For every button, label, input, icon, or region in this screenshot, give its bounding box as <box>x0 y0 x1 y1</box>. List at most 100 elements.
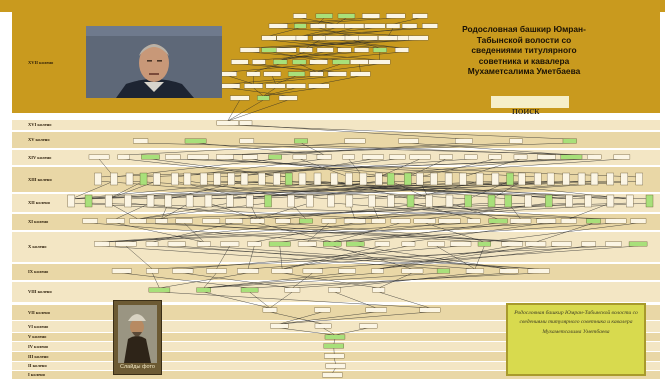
tree-node[interactable] <box>327 194 335 208</box>
tree-node[interactable] <box>605 218 627 224</box>
tree-node[interactable] <box>378 35 399 41</box>
tree-node[interactable] <box>172 268 194 274</box>
tree-node[interactable] <box>359 172 368 186</box>
tree-node[interactable] <box>464 154 478 160</box>
tree-node[interactable] <box>551 241 572 247</box>
tree-node[interactable] <box>245 194 254 208</box>
tree-node[interactable] <box>314 307 331 313</box>
tree-node[interactable] <box>309 71 324 77</box>
tree-node[interactable] <box>365 307 387 313</box>
search-input[interactable] <box>491 96 569 108</box>
tree-node[interactable] <box>628 241 648 247</box>
tree-node[interactable] <box>401 23 418 29</box>
tree-node[interactable] <box>545 194 553 208</box>
tree-node[interactable] <box>560 154 583 160</box>
tree-node[interactable] <box>202 218 221 224</box>
tree-node[interactable] <box>630 218 647 224</box>
tree-node[interactable] <box>216 120 239 126</box>
tree-node[interactable] <box>246 71 261 77</box>
tree-node[interactable] <box>308 83 330 89</box>
tree-node[interactable] <box>196 287 211 293</box>
tree-node[interactable] <box>141 154 160 160</box>
tree-node[interactable] <box>265 83 286 89</box>
tree-node[interactable] <box>321 218 337 224</box>
tree-node[interactable] <box>264 194 272 208</box>
tree-node[interactable] <box>560 218 577 224</box>
tree-node[interactable] <box>513 154 528 160</box>
tree-node[interactable] <box>354 47 370 53</box>
tree-node[interactable] <box>390 218 411 224</box>
tree-node[interactable] <box>425 194 433 208</box>
tree-node[interactable] <box>94 241 110 247</box>
tree-node[interactable] <box>342 154 355 160</box>
tree-node[interactable] <box>364 23 386 29</box>
tree-node[interactable] <box>117 154 130 160</box>
tree-node[interactable] <box>362 154 384 160</box>
tree-node[interactable] <box>82 218 98 224</box>
tree-node[interactable] <box>94 172 102 186</box>
tree-node[interactable] <box>237 268 259 274</box>
tree-node[interactable] <box>204 194 213 208</box>
tree-node[interactable] <box>613 154 631 160</box>
tree-node[interactable] <box>323 343 344 349</box>
tree-node[interactable] <box>276 47 297 53</box>
tree-node[interactable] <box>536 218 557 224</box>
tree-node[interactable] <box>371 218 386 224</box>
tree-node[interactable] <box>635 172 643 186</box>
tree-node[interactable] <box>518 172 526 186</box>
tree-node[interactable] <box>371 268 384 274</box>
tree-node[interactable] <box>273 172 281 186</box>
tree-node[interactable] <box>409 154 431 160</box>
tree-node[interactable] <box>475 172 484 186</box>
tree-node[interactable] <box>220 241 240 247</box>
tree-node[interactable] <box>427 241 445 247</box>
tree-node[interactable] <box>227 172 235 186</box>
tree-node[interactable] <box>219 83 241 89</box>
tree-node[interactable] <box>247 241 262 247</box>
tree-node[interactable] <box>375 172 383 186</box>
tree-node[interactable] <box>605 241 622 247</box>
tree-node[interactable] <box>404 172 412 186</box>
tree-node[interactable] <box>244 83 264 89</box>
tree-node[interactable] <box>499 268 519 274</box>
tree-node[interactable] <box>106 218 125 224</box>
tree-node[interactable] <box>626 194 634 208</box>
tree-node[interactable] <box>477 241 491 247</box>
tree-node[interactable] <box>115 241 137 247</box>
tree-node[interactable] <box>487 194 496 208</box>
slides-photo-button[interactable]: Слайды фото <box>113 300 162 375</box>
tree-node[interactable] <box>88 154 110 160</box>
tree-node[interactable] <box>325 363 346 369</box>
tree-node[interactable] <box>175 218 193 224</box>
tree-node[interactable] <box>110 172 118 186</box>
tree-node[interactable] <box>297 241 317 247</box>
narrator-video[interactable] <box>86 26 222 98</box>
tree-node[interactable] <box>314 323 332 329</box>
tree-node[interactable] <box>153 172 161 186</box>
tree-node[interactable] <box>306 194 314 208</box>
tree-node[interactable] <box>374 241 390 247</box>
tree-node[interactable] <box>416 172 424 186</box>
tree-node[interactable] <box>344 35 360 41</box>
tree-node[interactable] <box>239 138 255 144</box>
tree-node[interactable] <box>164 194 173 208</box>
tree-node[interactable] <box>261 35 277 41</box>
tree-node[interactable] <box>273 59 288 65</box>
tree-node[interactable] <box>213 172 221 186</box>
search-label[interactable]: поиск <box>512 105 540 117</box>
tree-node[interactable] <box>464 194 472 208</box>
tree-node[interactable] <box>345 194 354 208</box>
tree-node[interactable] <box>387 194 395 208</box>
tree-node[interactable] <box>262 307 278 313</box>
tree-node[interactable] <box>350 71 371 77</box>
tree-node[interactable] <box>324 334 346 340</box>
tree-node[interactable] <box>124 194 132 208</box>
tree-node[interactable] <box>271 268 293 274</box>
tree-node[interactable] <box>294 138 308 144</box>
tree-node[interactable] <box>263 71 282 77</box>
tree-node[interactable] <box>219 71 237 77</box>
tree-node[interactable] <box>332 59 350 65</box>
tree-node[interactable] <box>125 172 134 186</box>
tree-node[interactable] <box>240 172 249 186</box>
tree-node[interactable] <box>525 241 547 247</box>
